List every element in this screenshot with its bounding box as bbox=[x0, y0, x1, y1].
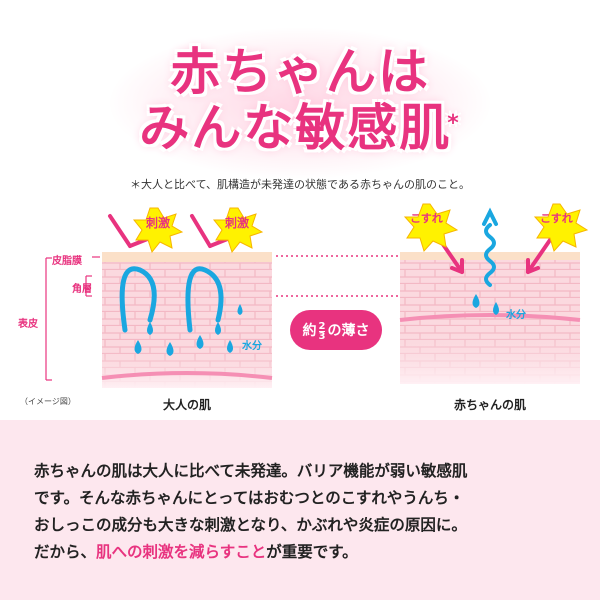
title-line-1: 赤ちゃんは bbox=[170, 43, 430, 101]
explanation-text: 赤ちゃんの肌は大人に比べて未発達。バリア機能が弱い敏感肌 です。そんな赤ちゃんに… bbox=[34, 458, 574, 566]
baby-friction-1-text: こすれ bbox=[410, 212, 443, 225]
explanation-line-2: です。そんな赤ちゃんにとってはおむつとのこすれやうんち・ bbox=[34, 489, 465, 507]
layer-bracket bbox=[45, 256, 100, 381]
title-glow bbox=[110, 28, 490, 178]
label-hyohi: 表皮 bbox=[18, 319, 38, 330]
badge-denominator: 3 bbox=[318, 330, 326, 342]
explanation-line-1: 赤ちゃんの肌は大人に比べて未発達。バリア機能が弱い敏感肌 bbox=[34, 462, 468, 480]
label-image-note: （イメージ図） bbox=[20, 397, 76, 406]
badge-suffix: の薄さ bbox=[327, 323, 370, 339]
adult-stimulus-2-text: 刺激 bbox=[225, 216, 250, 230]
baby-star-1 bbox=[403, 203, 459, 252]
adult-water-drops bbox=[134, 304, 243, 356]
badge-prefix: 約 bbox=[302, 323, 317, 339]
explanation-line-4: だから、肌への刺激を減らすことが重要です。 bbox=[34, 539, 574, 566]
adult-water-label: 水分 bbox=[242, 341, 262, 352]
baby-caption: 赤ちゃんの肌 bbox=[453, 398, 526, 412]
baby-star-2 bbox=[533, 203, 589, 252]
badge-numerator: 2 bbox=[318, 320, 326, 332]
title-asterisk: * bbox=[447, 111, 461, 136]
baby-skin bbox=[399, 252, 581, 384]
thickness-connectors bbox=[276, 255, 398, 297]
explanation-highlight: 肌への刺激を減らすこと bbox=[96, 543, 267, 561]
footnote: ＊大人と比べて、肌構造が未発達の状態である赤ちゃんの肌のこと。 bbox=[130, 178, 470, 191]
baby-water-drops bbox=[472, 294, 499, 315]
baby-water-escape bbox=[482, 207, 498, 287]
adult-water-arrows bbox=[119, 266, 224, 333]
label-kakuso: 角層 bbox=[72, 284, 92, 295]
title-line-2: みんな敏感肌* bbox=[0, 100, 600, 156]
baby-friction-arrows bbox=[438, 238, 552, 274]
label-hishimaku: 皮脂膜 bbox=[52, 256, 82, 267]
explanation-line-3: おしっこの成分も大きな刺激となり、かぶれや炎症の原因に。 bbox=[34, 516, 467, 534]
badge-background bbox=[290, 310, 382, 350]
title-line-2-text: みんな敏感肌 bbox=[139, 99, 452, 157]
adult-star-2 bbox=[212, 207, 264, 254]
baby-friction-2-text: こすれ bbox=[540, 212, 573, 225]
adult-caption: 大人の肌 bbox=[162, 398, 211, 412]
adult-star-1 bbox=[132, 207, 184, 254]
skin-diagram bbox=[45, 203, 589, 388]
explanation-line-4-post: が重要です。 bbox=[266, 543, 358, 561]
adult-stimulus-1-text: 刺激 bbox=[146, 216, 171, 230]
baby-water-label: 水分 bbox=[506, 310, 526, 321]
explanation-panel bbox=[0, 420, 600, 600]
explanation-line-4-pre: だから、 bbox=[34, 543, 97, 561]
